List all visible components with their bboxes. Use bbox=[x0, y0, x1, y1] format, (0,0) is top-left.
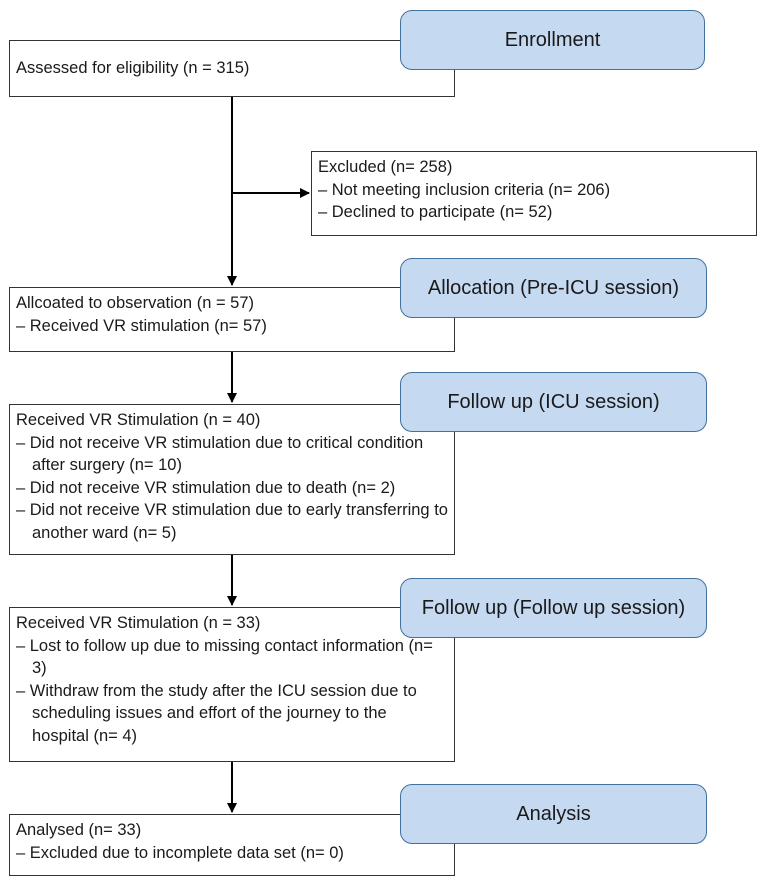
stage-followup-icu: Follow up (ICU session) bbox=[400, 372, 707, 432]
icu-title: Received VR Stimulation (n = 40) bbox=[16, 411, 261, 429]
assessed-title: Assessed for eligibility (n = 315) bbox=[16, 59, 250, 77]
box-allocated: Allcoated to observation (n = 57) – Rece… bbox=[9, 287, 455, 352]
stage-allocation: Allocation (Pre-ICU session) bbox=[400, 258, 707, 318]
excluded-item: – Declined to participate (n= 52) bbox=[318, 203, 553, 221]
icu-item: – Did not receive VR stimulation due to … bbox=[16, 501, 448, 542]
stage-enrollment: Enrollment bbox=[400, 10, 705, 70]
followup-title: Received VR Stimulation (n = 33) bbox=[16, 614, 261, 632]
followup-item: – Lost to follow up due to missing conta… bbox=[16, 636, 433, 678]
stage-followup-session: Follow up (Follow up session) bbox=[400, 578, 707, 638]
analysed-title: Analysed (n= 33) bbox=[16, 821, 142, 839]
box-followup: Received VR Stimulation (n = 33) – Lost … bbox=[9, 607, 455, 762]
excluded-item: – Not meeting inclusion criteria (n= 206… bbox=[318, 180, 611, 199]
box-analysed: Analysed (n= 33) – Excluded due to incom… bbox=[9, 814, 455, 876]
box-excluded: Excluded (n= 258) – Not meeting inclusio… bbox=[311, 151, 757, 236]
box-icu: Received VR Stimulation (n = 40) – Did n… bbox=[9, 404, 455, 555]
stage-analysis: Analysis bbox=[400, 784, 707, 844]
icu-item: – Did not receive VR stimulation due to … bbox=[16, 433, 424, 475]
icu-item: – Did not receive VR stimulation due to … bbox=[16, 478, 396, 497]
excluded-title: Excluded (n= 258) bbox=[318, 158, 453, 176]
analysed-item: – Excluded due to incomplete data set (n… bbox=[16, 843, 344, 862]
followup-item: – Withdraw from the study after the ICU … bbox=[16, 681, 417, 745]
box-assessed: Assessed for eligibility (n = 315) bbox=[9, 40, 455, 97]
allocated-item: – Received VR stimulation (n= 57) bbox=[16, 316, 267, 335]
allocated-title: Allcoated to observation (n = 57) bbox=[16, 294, 255, 312]
